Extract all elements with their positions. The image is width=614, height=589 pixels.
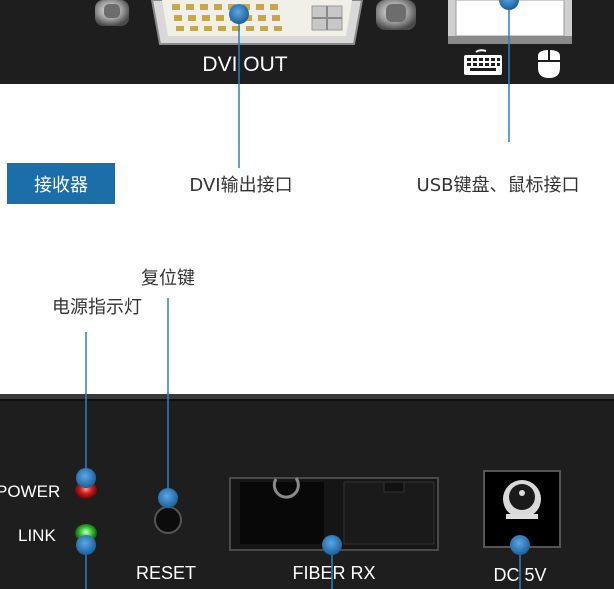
reset-label: RESET — [136, 563, 196, 583]
power-label: POWER — [0, 482, 60, 501]
keyboard-icon — [464, 49, 502, 75]
link-label: LINK — [18, 526, 56, 545]
mouse-icon — [538, 50, 560, 78]
dvi-connector — [150, 0, 364, 45]
dvi-thumbscrew-left — [95, 0, 129, 26]
dvi-port-annotation: DVI输出接口 — [189, 175, 292, 196]
leader-dots — [76, 0, 530, 555]
fiber-rx-label: FIBER RX — [292, 563, 375, 583]
dc-jack — [483, 470, 561, 548]
reset-button[interactable] — [154, 506, 182, 534]
usb-port-annotation: USB键盘、鼠标接口 — [417, 175, 580, 196]
bottom-panel: POWER LINK RESET FIBER RX DC 5V — [0, 394, 614, 589]
dvi-out-label: DVI OUT — [202, 53, 287, 76]
dvi-thumbscrew-right — [376, 0, 416, 30]
power-light-annotation: 电源指示灯 — [52, 297, 142, 318]
top-panel: DVI OUT — [0, 0, 614, 84]
fiber-rx-port — [229, 477, 439, 551]
receiver-badge: 接收器 — [7, 163, 115, 204]
reset-key-annotation: 复位键 — [141, 268, 195, 289]
receiver-badge-label: 接收器 — [34, 175, 88, 196]
leader-lines — [85, 0, 521, 589]
